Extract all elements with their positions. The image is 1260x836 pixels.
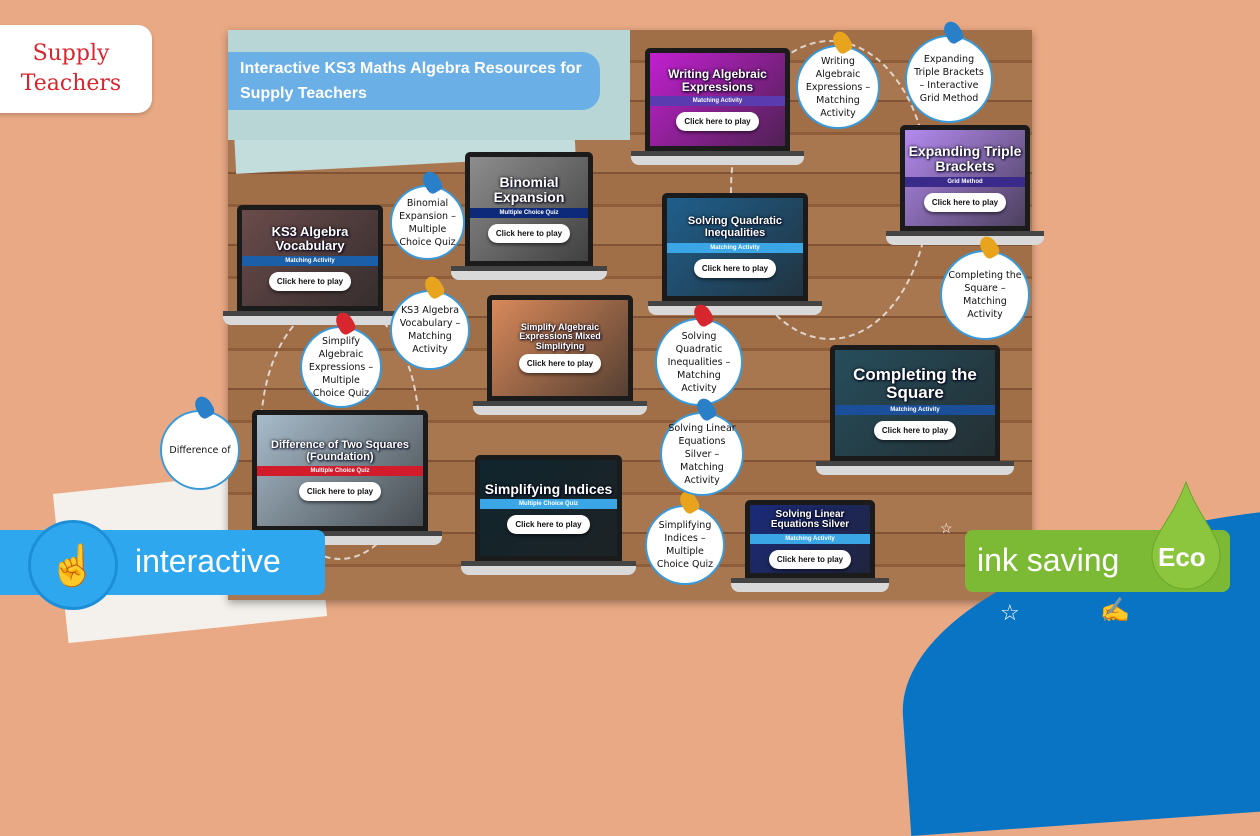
play-button[interactable]: Click here to play	[298, 482, 382, 502]
interactive-badge: ☝ interactive	[0, 520, 325, 610]
laptop-base	[816, 461, 1014, 475]
laptop-base	[473, 401, 647, 415]
resource-title: Solving Quadratic Inequalities	[687, 215, 783, 239]
resource-title: Simplify Algebraic Expressions Mixed Sim…	[519, 321, 601, 351]
resource-title: Difference of Two Squares (Foundation)	[271, 438, 409, 463]
resource-subtitle: Grid Method	[905, 176, 1025, 187]
note-label: Simplify Algebraic Expressions – Multipl…	[300, 326, 382, 408]
play-button[interactable]: Click here to play	[518, 354, 602, 374]
laptop-base	[631, 151, 804, 165]
laptop-base	[461, 561, 636, 575]
note-label: Binomial Expansion – Multiple Choice Qui…	[390, 185, 465, 260]
play-button[interactable]: Click here to play	[873, 420, 957, 440]
resource-subtitle: Multiple Choice Quiz	[470, 207, 588, 218]
resource-title: Writing Algebraic Expressions	[668, 66, 767, 94]
hand-pen-icon: ✍	[1100, 597, 1130, 624]
resource-subtitle: Matching Activity	[750, 533, 870, 544]
laptop-base	[223, 311, 397, 325]
star-icon: ☆	[940, 520, 953, 536]
note-label: Expanding Triple Brackets – Interactive …	[905, 35, 993, 123]
laptop-base	[886, 231, 1044, 245]
resource-title: Completing the Square	[853, 365, 977, 402]
page-title: Interactive KS3 Maths Algebra Resources …	[228, 52, 600, 110]
note-label: KS3 Algebra Vocabulary – Matching Activi…	[390, 290, 470, 370]
resource-subtitle: Multiple Choice Quiz	[257, 466, 423, 477]
star-icon: ☆	[1000, 600, 1020, 625]
laptop-base	[648, 301, 822, 315]
note-label: Difference of	[160, 410, 240, 490]
play-button[interactable]: Click here to play	[268, 271, 352, 291]
laptop-screen: Simplify Algebraic Expressions Mixed Sim…	[487, 295, 633, 401]
play-button[interactable]: Click here to play	[768, 549, 852, 569]
resource-title: Binomial Expansion	[493, 174, 565, 205]
note-label: Simplifying Indices – Multiple Choice Qu…	[645, 505, 725, 585]
play-button[interactable]: Click here to play	[507, 515, 590, 535]
play-button[interactable]: Click here to play	[923, 192, 1007, 212]
play-button[interactable]: Click here to play	[676, 112, 759, 132]
touch-hand-icon: ☝	[28, 520, 118, 610]
resource-subtitle: Matching Activity	[242, 255, 378, 266]
ink-saving-label: ink saving	[977, 542, 1120, 578]
laptop-screen: Difference of Two Squares (Foundation) Mu…	[252, 410, 428, 531]
note-label: Writing Algebraic Expressions – Matching…	[796, 45, 880, 129]
play-button[interactable]: Click here to play	[693, 258, 777, 278]
laptop-card: Simplify Algebraic Expressions Mixed Sim…	[473, 295, 647, 415]
resource-title: Solving Linear Equations Silver	[770, 508, 850, 530]
resource-title: Simplifying Indices	[484, 480, 613, 497]
tag-line-2: Teachers	[20, 71, 122, 96]
resource-subtitle: Multiple Choice Quiz	[480, 499, 617, 510]
note-label: Solving Quadratic Inequalities – Matchin…	[655, 318, 743, 406]
note-label: Solving Linear Equations Silver – Matchi…	[660, 412, 744, 496]
resource-title: Expanding Triple Brackets	[908, 143, 1022, 174]
laptop-card: Difference of Two Squares (Foundation) Mu…	[238, 410, 442, 545]
resource-subtitle: Matching Activity	[835, 404, 995, 415]
play-button[interactable]: Click here to play	[487, 223, 571, 243]
note-label: Completing the Square – Matching Activit…	[940, 250, 1030, 340]
resource-subtitle: Matching Activity	[667, 242, 803, 253]
resource-title: KS3 Algebra Vocabulary	[271, 224, 349, 253]
tag-line-1: Supply	[32, 41, 110, 66]
resource-subtitle: Matching Activity	[650, 96, 785, 107]
interactive-label: interactive	[135, 543, 281, 579]
laptop-base	[451, 266, 607, 280]
laptop-base	[731, 578, 889, 592]
eco-droplet-icon: Eco	[1150, 480, 1222, 590]
eco-label: Eco	[1158, 542, 1206, 572]
